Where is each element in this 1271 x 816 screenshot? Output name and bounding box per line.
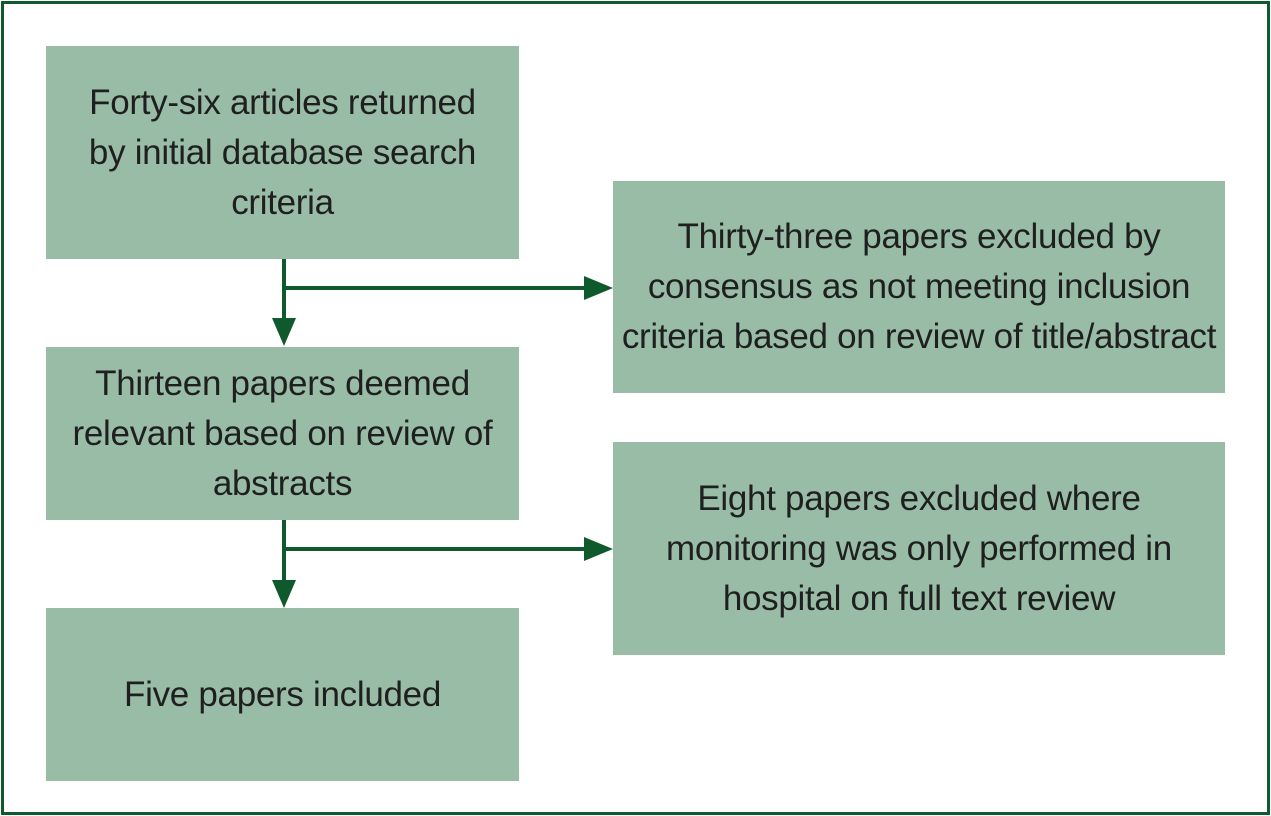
box-excluded-title-abstract-text: Thirty-three papers excluded by consensu… <box>621 217 1217 356</box>
box-initial-search: Forty-six articles returned by initial d… <box>46 46 519 259</box>
box-relevant-abstracts-text: Thirteen papers deemed relevant based on… <box>72 363 493 503</box>
box-excluded-title-abstract: Thirty-three papers excluded by consensu… <box>613 181 1225 393</box>
box-included: Five papers included <box>46 608 519 781</box>
box-initial-search-text: Forty-six articles returned by initial d… <box>88 82 477 222</box>
box-excluded-hospital: Eight papers excluded where monitoring w… <box>613 442 1225 655</box>
box-included-text: Five papers included <box>124 674 441 714</box>
box-relevant-abstracts: Thirteen papers deemed relevant based on… <box>46 347 519 520</box>
box-excluded-hospital-text: Eight papers excluded where monitoring w… <box>666 478 1172 618</box>
